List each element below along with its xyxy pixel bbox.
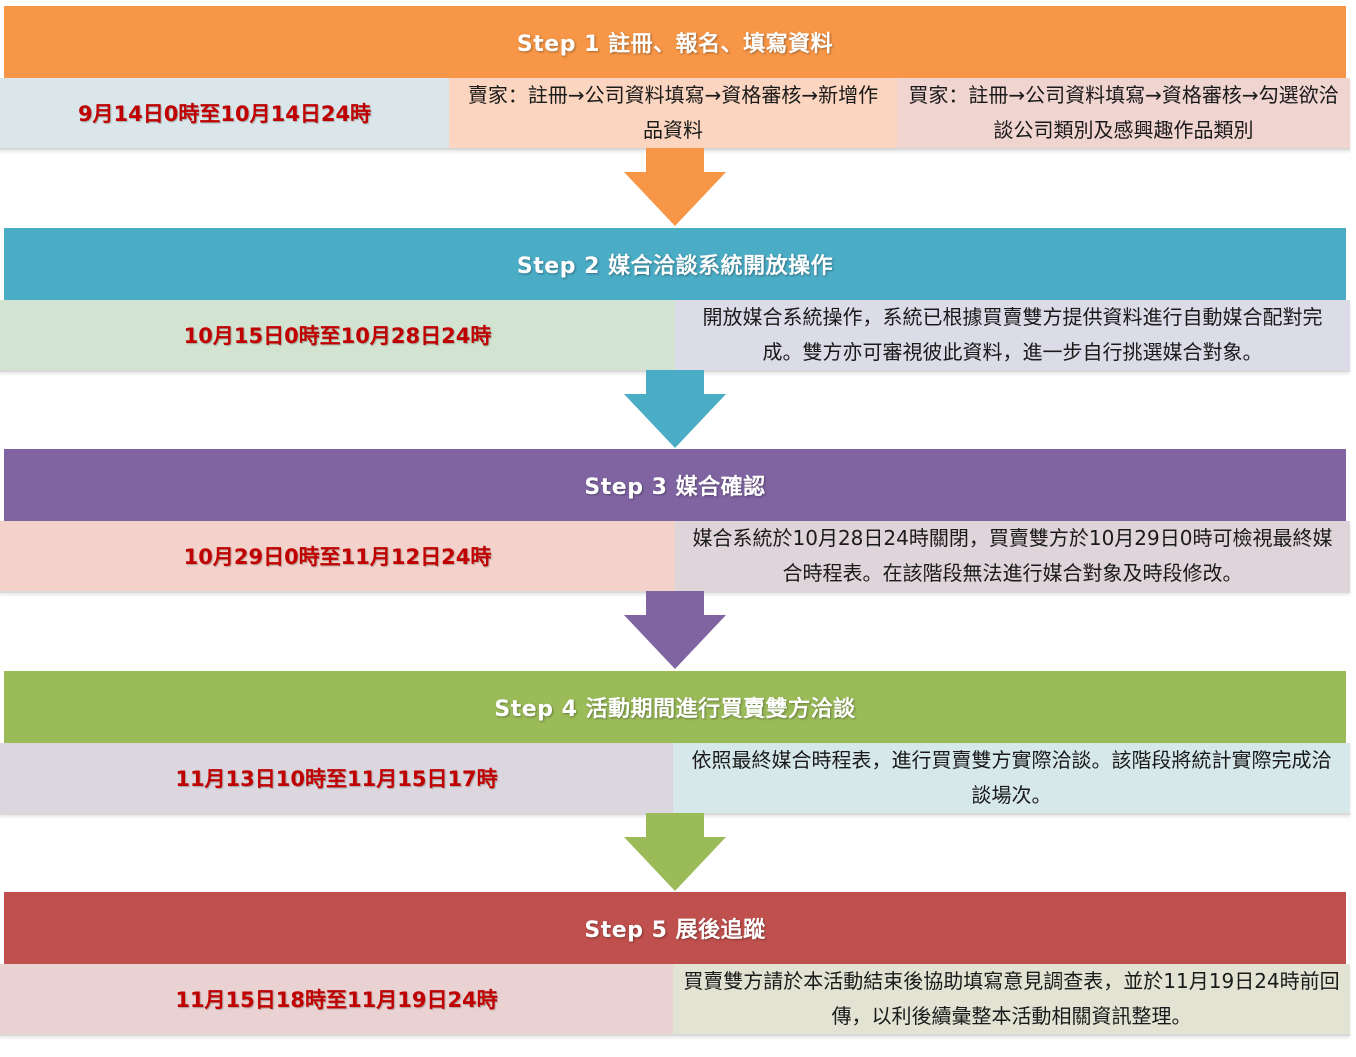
step-3-down-arrow [624, 591, 726, 669]
step-1-arrow-shape [624, 148, 726, 226]
step-3-date: 10月29日0時至11月12日24時 [0, 521, 675, 591]
step-4-date: 11月13日10時至11月15日17時 [0, 743, 673, 813]
step-4-title: Step 4 活動期間進行買賣雙方洽談 [494, 697, 856, 722]
step-5-description: 買賣雙方請於本活動結束後協助填寫意見調查表，並於11月19日24時前回傳，以利後… [673, 964, 1350, 1034]
step-5-title: Step 5 展後追蹤 [584, 918, 766, 943]
step-2-detail-row: 10月15日0時至10月28日24時 開放媒合系統操作，系統已根據買賣雙方提供資… [0, 300, 1350, 372]
step-1-buyer-description: 買家：註冊→公司資料填寫→資格審核→勾選欲洽談公司類別及感興趣作品類別 [897, 78, 1350, 148]
step-2-title: Step 2 媒合洽談系統開放操作 [516, 254, 834, 279]
step-3-title: Step 3 媒合確認 [584, 475, 766, 500]
step-3-description: 媒合系統於10月28日24時關閉，買賣雙方於10月29日0時可檢視最終媒合時程表… [675, 521, 1350, 591]
step-1-detail-row: 9月14日0時至10月14日24時 賣家：註冊→公司資料填寫→資格審核→新增作品… [0, 78, 1350, 150]
step-4-header: Step 4 活動期間進行買賣雙方洽談 [4, 671, 1346, 743]
step-5-date: 11月15日18時至11月19日24時 [0, 964, 673, 1034]
step-5-detail-row: 11月15日18時至11月19日24時 買賣雙方請於本活動結束後協助填寫意見調查… [0, 964, 1350, 1036]
step-1-date: 9月14日0時至10月14日24時 [0, 78, 449, 148]
step-1-title: Step 1 註冊、報名、填寫資料 [516, 32, 834, 57]
step-2-arrow-shape [624, 370, 726, 448]
step-1-seller-description: 賣家：註冊→公司資料填寫→資格審核→新增作品資料 [449, 78, 897, 148]
step-2-date: 10月15日0時至10月28日24時 [0, 300, 675, 370]
step-2-header: Step 2 媒合洽談系統開放操作 [4, 228, 1346, 300]
step-4-description: 依照最終媒合時程表，進行買賣雙方實際洽談。該階段將統計實際完成洽談場次。 [673, 743, 1350, 813]
step-2-description: 開放媒合系統操作，系統已根據買賣雙方提供資料進行自動媒合配對完成。雙方亦可審視彼… [675, 300, 1350, 370]
step-4-arrow-shape [624, 813, 726, 891]
step-3-detail-row: 10月29日0時至11月12日24時 媒合系統於10月28日24時關閉，買賣雙方… [0, 521, 1350, 593]
step-5-header: Step 5 展後追蹤 [4, 892, 1346, 964]
step-4-detail-row: 11月13日10時至11月15日17時 依照最終媒合時程表，進行買賣雙方實際洽談… [0, 743, 1350, 815]
step-1-header: Step 1 註冊、報名、填寫資料 [4, 6, 1346, 78]
step-3-arrow-shape [624, 591, 726, 669]
step-4-down-arrow [624, 813, 726, 891]
step-1-down-arrow [624, 148, 726, 226]
step-2-down-arrow [624, 370, 726, 448]
step-3-header: Step 3 媒合確認 [4, 449, 1346, 521]
